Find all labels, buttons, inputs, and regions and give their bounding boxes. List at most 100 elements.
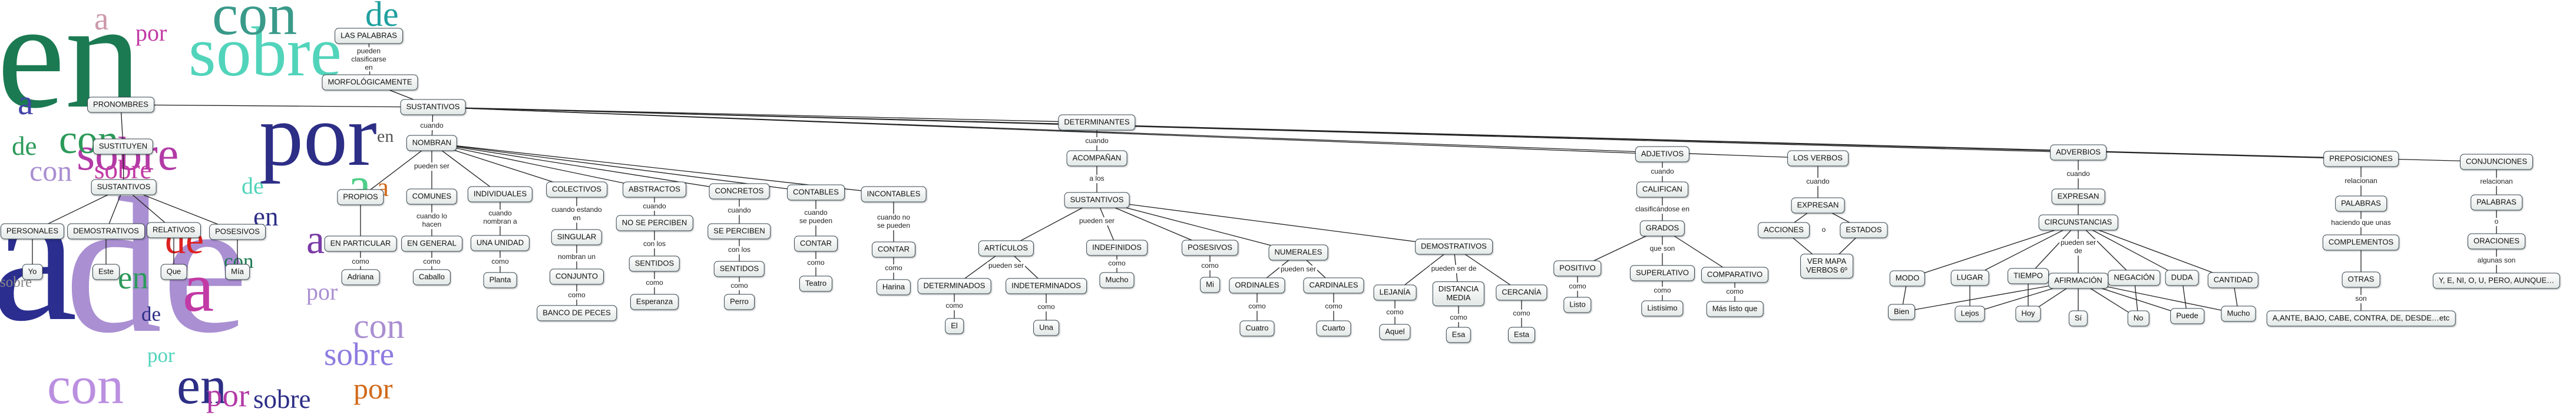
concept-node-sust3[interactable]: SUSTANTIVOS (1064, 192, 1130, 208)
concept-node-colect[interactable]: COLECTIVOS (546, 181, 607, 198)
concept-node-pose2[interactable]: POSESIVOS (1182, 240, 1238, 256)
concept-node-cuarto[interactable]: Cuarto (1316, 320, 1351, 337)
concept-node-numer[interactable]: NUMERALES (1268, 244, 1328, 261)
concept-node-nombran[interactable]: NOMBRAN (406, 135, 458, 151)
concept-node-otras[interactable]: OTRAS (2342, 271, 2380, 288)
concept-node-complem[interactable]: COMPLEMENTOS (2322, 234, 2400, 251)
concept-node-detd[interactable]: DETERMINADOS (917, 278, 991, 294)
concept-node-esper[interactable]: Esperanza (630, 294, 679, 310)
concept-node-conj[interactable]: CONJUNCIONES (2459, 154, 2534, 170)
concept-node-unaunid[interactable]: UNA UNIDAD (470, 235, 530, 251)
concept-node-grados[interactable]: GRADOS (1639, 220, 1685, 237)
concept-node-perro[interactable]: Perro (724, 294, 755, 310)
concept-node-sentidos2[interactable]: SENTIDOS (713, 261, 765, 277)
concept-node-vermapa[interactable]: VER MAPA VERBOS 6º (1800, 254, 1853, 278)
concept-node-afirm[interactable]: AFIRMACIÓN (2048, 273, 2108, 289)
concept-node-yo[interactable]: Yo (22, 264, 43, 280)
concept-node-lejos[interactable]: Lejos (1955, 306, 1985, 322)
concept-node-alist[interactable]: A,ANTE, BAJO, CABE, CONTRA, DE, DESDE…et… (2266, 310, 2456, 327)
concept-node-planta[interactable]: Planta (483, 272, 517, 288)
concept-node-no[interactable]: No (2127, 310, 2150, 327)
concept-node-noperc[interactable]: NO SE PERCIBEN (616, 215, 693, 231)
concept-node-determ[interactable]: DETERMINANTES (1058, 114, 1136, 131)
concept-node-enpart[interactable]: EN PARTICULAR (324, 235, 397, 252)
concept-node-listisimo[interactable]: Listísimo (1641, 300, 1684, 317)
concept-node-sentidos1[interactable]: SENTIDOS (629, 255, 680, 272)
concept-node-caballo[interactable]: Caballo (412, 269, 451, 285)
concept-node-posit[interactable]: POSITIVO (1553, 260, 1602, 277)
concept-node-banco[interactable]: BANCO DE PECES (537, 305, 617, 321)
concept-node-mia[interactable]: Mía (225, 264, 250, 280)
concept-node-teatro[interactable]: Teatro (799, 275, 833, 292)
concept-node-indef[interactable]: INDEFINIDOS (1086, 240, 1148, 256)
concept-node-esa[interactable]: Esa (1446, 327, 1471, 343)
concept-node-contar2[interactable]: CONTAR (872, 241, 915, 258)
concept-node-superl[interactable]: SUPERLATIVO (1629, 265, 1695, 281)
concept-node-expresan1[interactable]: EXPRESAN (1791, 197, 1845, 214)
concept-node-rel[interactable]: RELATIVOS (146, 222, 201, 238)
concept-node-indiv[interactable]: INDIVIDUALES (467, 186, 533, 202)
concept-node-que[interactable]: Que (160, 264, 187, 280)
concept-node-ordin[interactable]: ORDINALES (1229, 277, 1285, 294)
concept-node-pers[interactable]: PERSONALES (0, 223, 65, 240)
concept-node-mucho[interactable]: Mucho (1099, 272, 1135, 288)
concept-node-lejania[interactable]: LEJANÍA (1373, 284, 1417, 301)
concept-node-adriana[interactable]: Adriana (341, 269, 380, 285)
concept-node-indetd[interactable]: INDETERMINADOS (1006, 278, 1087, 294)
concept-node-concr[interactable]: CONCRETOS (709, 183, 770, 200)
concept-node-singular[interactable]: SINGULAR (551, 229, 603, 245)
concept-node-mucho2[interactable]: Mucho (2221, 306, 2256, 322)
concept-node-adjet[interactable]: ADJETIVOS (1635, 146, 1690, 162)
concept-node-harina[interactable]: Harina (876, 279, 911, 296)
concept-node-sust[interactable]: SUSTANTIVOS (400, 99, 466, 115)
concept-node-aquel[interactable]: Aquel (1379, 324, 1411, 340)
concept-node-adverb[interactable]: ADVERBIOS (2050, 144, 2107, 161)
concept-node-listo[interactable]: Listo (1563, 297, 1592, 313)
concept-node-demo1[interactable]: DEMOSTRATIVOS (67, 223, 145, 240)
concept-node-pron[interactable]: PRONOMBRES (87, 97, 154, 113)
concept-node-dmedia[interactable]: DISTANCIA MEDIA (1432, 281, 1485, 306)
concept-node-acciones[interactable]: ACCIONES (1758, 222, 1810, 238)
concept-node-este[interactable]: Este (92, 264, 120, 280)
concept-node-propios[interactable]: PROPIOS (337, 189, 384, 205)
concept-node-prepos[interactable]: PREPOSICIONES (2323, 151, 2399, 167)
concept-node-cercania[interactable]: CERCANÍA (1496, 284, 1547, 301)
concept-node-demo2[interactable]: DEMOSTRATIVOS (1415, 238, 1493, 255)
concept-node-cantidad[interactable]: CANTIDAD (2207, 272, 2259, 288)
concept-node-sust2[interactable]: SUSTANTIVOS (91, 179, 157, 195)
concept-node-estados[interactable]: ESTADOS (1840, 222, 1888, 238)
concept-node-morfo[interactable]: MORFOLÓGICAMENTE (322, 74, 418, 91)
concept-node-artic[interactable]: ARTÍCULOS (978, 240, 1034, 257)
concept-node-negac[interactable]: NEGACIÓN (2108, 270, 2161, 286)
concept-node-acomp[interactable]: ACOMPAÑAN (1066, 150, 1127, 167)
concept-node-seperc[interactable]: SE PERCIBEN (707, 223, 771, 240)
concept-node-expresan2[interactable]: EXPRESAN (2051, 188, 2105, 205)
concept-node-tiempo[interactable]: TIEMPO (2008, 268, 2049, 284)
concept-node-abst[interactable]: ABSTRACTOS (623, 181, 686, 198)
concept-node-conjunto[interactable]: CONJUNTO (550, 268, 604, 285)
concept-node-verbos[interactable]: LOS VERBOS (1787, 150, 1848, 167)
concept-node-calif[interactable]: CALIFICAN (1636, 181, 1688, 198)
concept-node-lpm[interactable]: LAS PALABRAS (335, 28, 403, 44)
concept-node-cuatro[interactable]: Cuatro (1239, 320, 1275, 337)
concept-node-hoy[interactable]: Hoy (2015, 306, 2041, 322)
concept-node-bien[interactable]: Bien (1887, 304, 1916, 320)
concept-node-palabras2[interactable]: PALABRAS (2471, 194, 2522, 211)
concept-node-circ[interactable]: CIRCUNSTANCIAS (2038, 214, 2118, 231)
concept-node-el[interactable]: El (945, 318, 964, 334)
concept-node-duda[interactable]: DUDA (2165, 270, 2199, 286)
concept-node-engen[interactable]: EN GENERAL (401, 235, 462, 252)
concept-node-oraciones[interactable]: ORACIONES (2467, 233, 2526, 250)
concept-node-modo[interactable]: MODO (1889, 270, 1926, 287)
concept-node-incont[interactable]: INCONTABLES (861, 186, 927, 202)
concept-node-contar1[interactable]: CONTAR (794, 235, 838, 252)
concept-node-sustit[interactable]: SUSTITUYEN (92, 138, 154, 155)
concept-node-compar[interactable]: COMPARATIVO (1701, 267, 1769, 283)
concept-node-cardin[interactable]: CARDINALES (1303, 277, 1364, 294)
concept-node-ylist[interactable]: Y, E, NI, O, U, PERO, AUNQUE… (2432, 273, 2561, 289)
concept-node-maslisto[interactable]: Más listo que (1706, 301, 1764, 317)
concept-node-puede[interactable]: Puede (2170, 308, 2204, 324)
concept-node-comunes[interactable]: COMUNES (406, 188, 458, 205)
concept-node-mi[interactable]: Mi (1200, 277, 1220, 293)
concept-node-pose1[interactable]: POSESIVOS (209, 224, 266, 240)
